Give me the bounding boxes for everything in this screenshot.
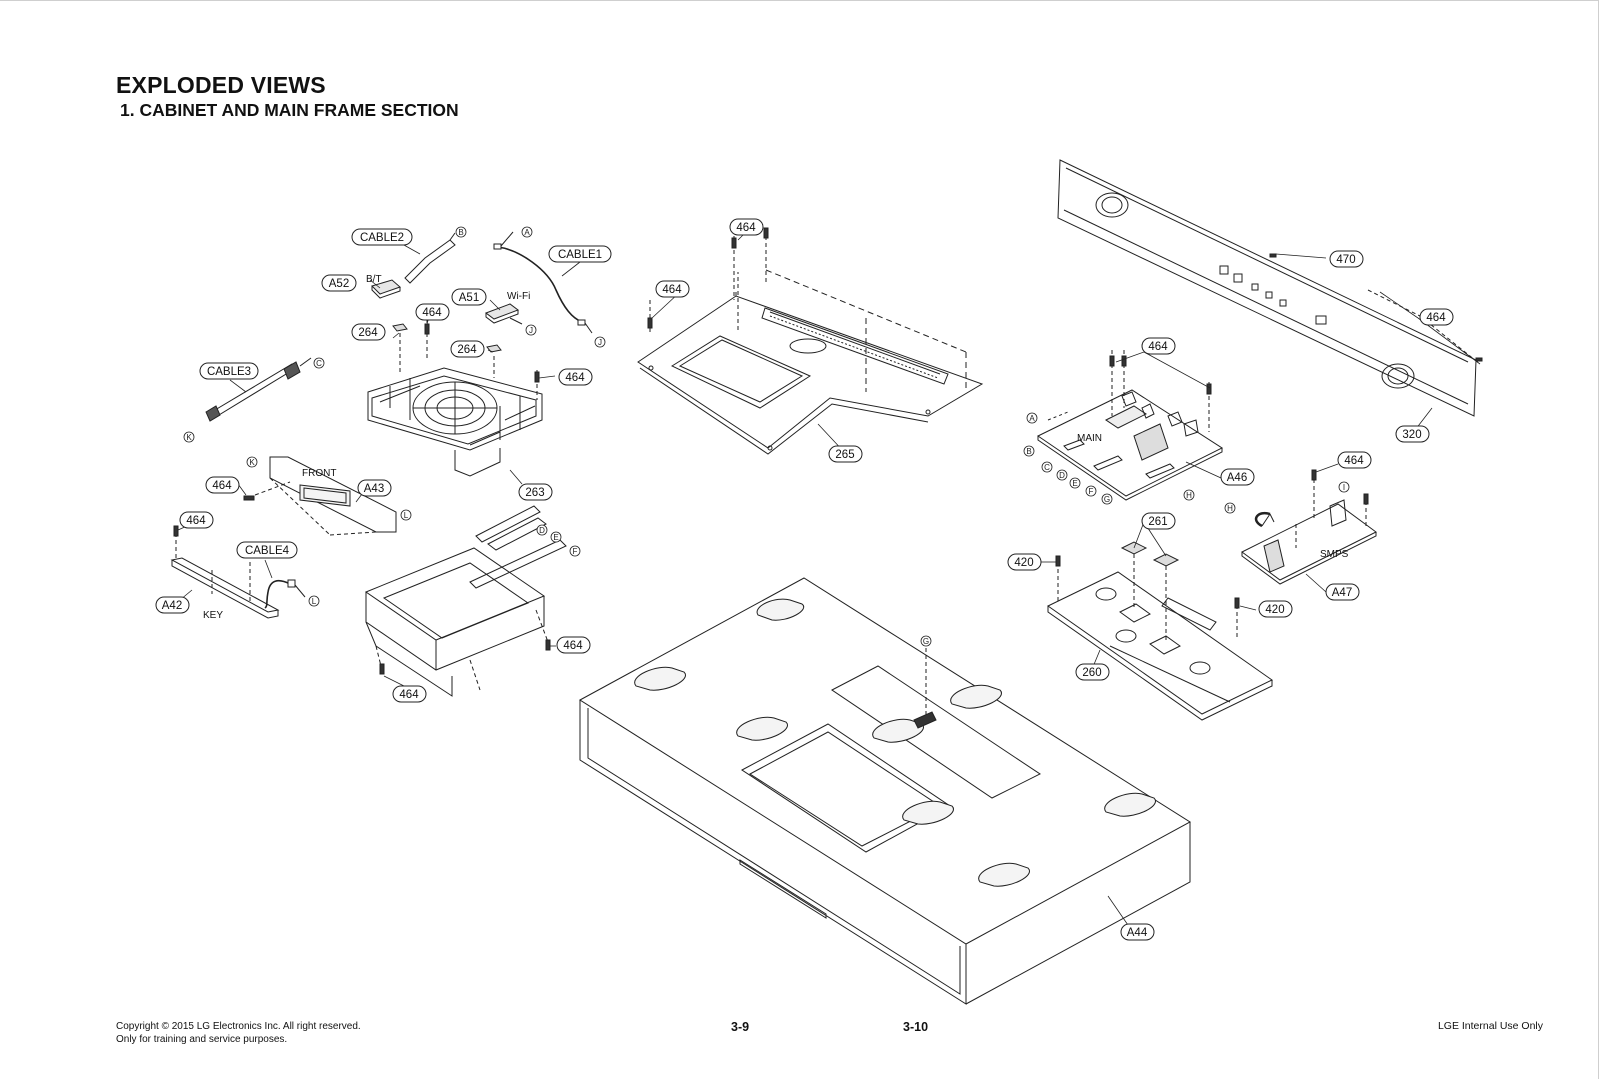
connector-f-main: F	[1089, 487, 1094, 496]
footer-purpose: Only for training and service purposes.	[116, 1034, 288, 1045]
callout-464-plate-left: 464	[662, 284, 682, 296]
label-key: KEY	[203, 610, 223, 621]
page-number-left: 3-9	[731, 1020, 750, 1034]
bottom-plate-part	[1047, 541, 1273, 721]
connector-l-cable4: L	[312, 597, 317, 606]
callout-a46: A46	[1227, 472, 1247, 484]
connector-k-cable3: K	[186, 433, 192, 442]
footer-notice: LGE Internal Use Only	[1437, 1020, 1543, 1032]
callout-464-main: 464	[1148, 341, 1168, 353]
connector-j-cable: J	[598, 338, 602, 347]
callout-464-plate-top: 464	[736, 222, 756, 234]
connector-d-main: D	[1059, 471, 1065, 480]
connector-i-smps: I	[1343, 483, 1345, 492]
footer-copyright-block: Copyright © 2015 LG Electronics Inc. All…	[116, 1020, 361, 1046]
connector-d-loader: D	[539, 526, 545, 535]
page-title: EXPLODED VIEWS	[116, 72, 326, 98]
page-number-right: 3-10	[903, 1020, 929, 1034]
callout-cable4: CABLE4	[245, 545, 290, 557]
pad-264b	[486, 344, 502, 353]
callout-261: 261	[1148, 516, 1167, 528]
callout-420-right: 420	[1265, 604, 1284, 616]
callout-464-loader-bottom: 464	[399, 689, 419, 701]
label-bt: B/T	[366, 274, 382, 285]
label-front: FRONT	[302, 468, 336, 479]
main-cabinet-part	[579, 577, 1191, 1005]
callout-464-smps: 464	[1344, 455, 1364, 467]
callout-470: 470	[1336, 254, 1355, 266]
callout-a47: A47	[1332, 587, 1352, 599]
connector-f-loader: F	[573, 547, 578, 556]
label-smps: SMPS	[1320, 549, 1349, 560]
key-board-part	[170, 525, 280, 619]
main-board-part	[1037, 350, 1224, 501]
connector-h-smps: H	[1227, 504, 1233, 513]
callout-260: 260	[1082, 667, 1101, 679]
footer-copyright: Copyright © 2015 LG Electronics Inc. All…	[116, 1021, 361, 1032]
callout-cable3: CABLE3	[207, 366, 251, 378]
cable3-part	[205, 357, 312, 422]
cable1-part	[493, 231, 593, 334]
callout-464-loader-right: 464	[563, 640, 583, 652]
connector-e-main: E	[1072, 479, 1077, 488]
cable4-part	[264, 579, 306, 609]
label-wifi: Wi-Fi	[507, 291, 530, 302]
callout-a44: A44	[1127, 927, 1148, 939]
callout-464-key: 464	[186, 515, 206, 527]
callout-a42: A42	[162, 600, 182, 612]
callout-464-drive-right: 464	[565, 372, 585, 384]
callout-265: 265	[835, 449, 854, 461]
callout-464-front: 464	[212, 480, 232, 492]
callout-a43: A43	[364, 483, 384, 495]
connector-e-loader: E	[553, 533, 558, 542]
callout-a51: A51	[459, 292, 479, 304]
connector-a-main: A	[1029, 414, 1035, 423]
disc-loader-part	[364, 505, 567, 697]
callout-464-drive-top: 464	[422, 307, 442, 319]
connector-k-front: K	[249, 458, 255, 467]
front-board-part	[243, 456, 397, 536]
callout-320: 320	[1402, 429, 1421, 441]
connector-h-main: H	[1186, 491, 1192, 500]
section-title: 1. CABINET AND MAIN FRAME SECTION	[120, 100, 459, 120]
callout-420-left: 420	[1014, 557, 1033, 569]
connector-c-cable3: C	[316, 359, 322, 368]
front-panel-part	[1057, 159, 1483, 417]
wifi-module-part	[484, 303, 523, 325]
pad-264a	[392, 323, 408, 332]
connector-g-cabinet: G	[923, 637, 929, 646]
cable2-part	[404, 232, 456, 284]
bt-module-part	[371, 279, 401, 299]
callout-263: 263	[525, 487, 544, 499]
connector-b-main: B	[1026, 447, 1031, 456]
callout-a52: A52	[329, 278, 349, 290]
callout-464-panel: 464	[1426, 312, 1446, 324]
top-plate-part	[637, 227, 984, 455]
connector-l-front: L	[404, 511, 409, 520]
connector-a-top: A	[524, 228, 530, 237]
connector-b-top: B	[458, 228, 463, 237]
callout-cable1: CABLE1	[558, 249, 602, 261]
label-main: MAIN	[1077, 433, 1102, 444]
callout-cable2: CABLE2	[360, 232, 404, 244]
connector-c-main: C	[1044, 463, 1050, 472]
connector-j-wifi: J	[529, 326, 533, 335]
callout-264a: 264	[358, 327, 378, 339]
drive-frame-part	[367, 367, 543, 477]
callout-264b: 264	[457, 344, 477, 356]
connector-g-main: G	[1104, 495, 1110, 504]
smps-board-part	[1241, 469, 1377, 585]
